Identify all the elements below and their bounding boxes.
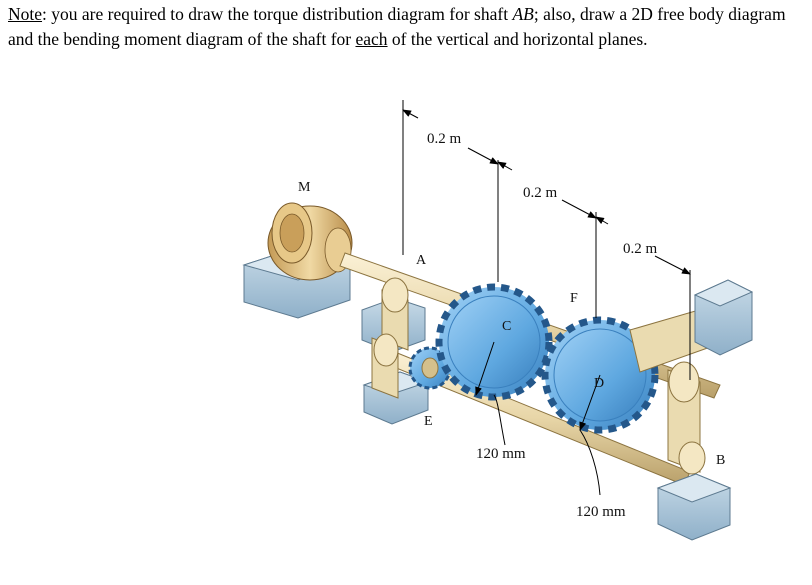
- note-emphasis: each: [355, 29, 388, 49]
- point-label-a: A: [416, 253, 427, 268]
- dim-label-3: 0.2 m: [623, 241, 658, 257]
- dim-label-2: 0.2 m: [523, 185, 558, 201]
- dim-label-1: 0.2 m: [427, 131, 462, 147]
- support-block-lower: [656, 473, 732, 541]
- note-text-2: ; also, draw a 2D free body diagram and …: [8, 4, 786, 49]
- note-shaft-name: AB: [512, 4, 534, 24]
- point-label-m: M: [298, 180, 311, 195]
- radius-label-c: 120 mm: [476, 446, 526, 462]
- bearing-e: [371, 333, 399, 399]
- radius-label-d: 120 mm: [576, 504, 626, 520]
- point-label-f: F: [570, 291, 578, 306]
- point-label-c: C: [502, 319, 511, 334]
- motor: [267, 202, 353, 281]
- problem-note: Note: you are required to draw the torqu…: [8, 2, 808, 52]
- note-prefix: Note: [8, 4, 43, 24]
- point-label-d: D: [594, 376, 604, 391]
- point-label-b: B: [716, 453, 725, 468]
- support-block-upper: [693, 279, 754, 356]
- note-text-1: : you are required to draw the torque di…: [42, 4, 513, 24]
- point-label-e: E: [424, 414, 433, 429]
- dimension-lines: [402, 100, 691, 496]
- note-text-3: of the vertical and horizontal planes.: [387, 29, 648, 49]
